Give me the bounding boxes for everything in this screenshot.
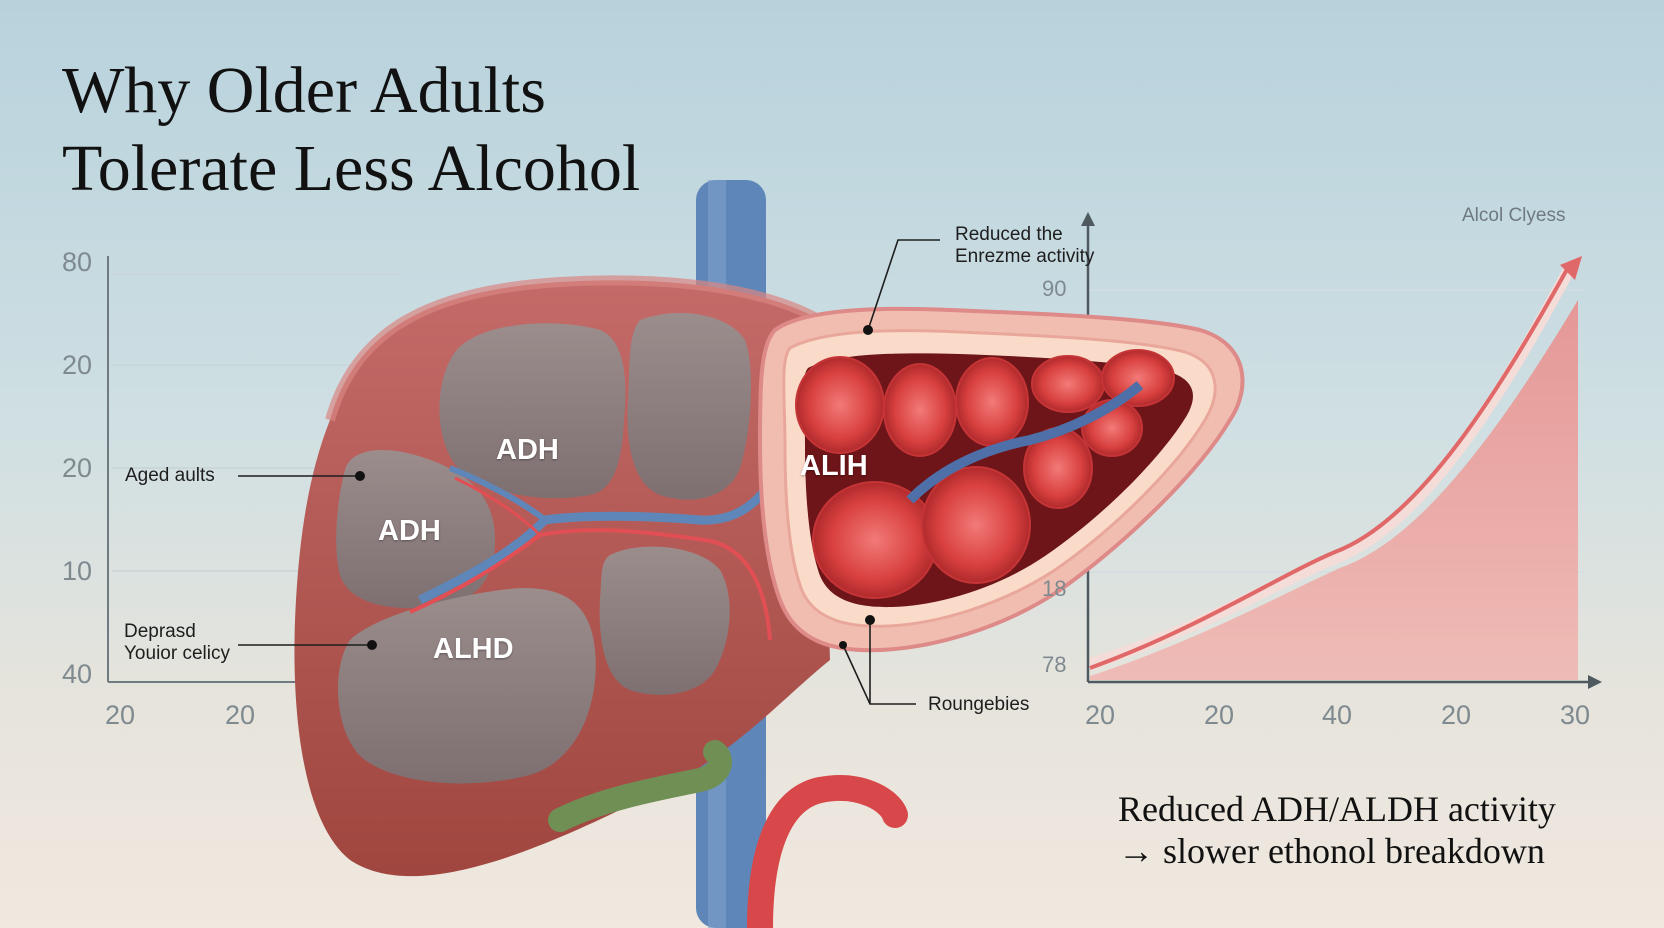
left-chart-axes <box>107 256 300 683</box>
lobe-label-adh-top: ADH <box>496 434 559 466</box>
right-y-tick: 90 <box>1042 276 1067 301</box>
cross-section-vein <box>906 381 1144 504</box>
left-x-tick: 20 <box>105 700 136 730</box>
callout-reduced-enzyme: Reduced the Enrezme activity <box>955 224 1094 268</box>
right-chart-y-arrowhead <box>1081 212 1095 226</box>
left-x-tick: 20 <box>225 700 256 730</box>
cross-section-label: ALIH <box>800 450 868 482</box>
left-y-tick: 20 <box>62 453 93 483</box>
lobe-label-adh-left: ADH <box>378 515 441 547</box>
portal-branch-green <box>548 740 732 832</box>
left-y-tick: 10 <box>62 556 93 586</box>
right-chart-area <box>1090 300 1578 680</box>
right-x-tick: 40 <box>1322 700 1353 730</box>
lobe-bottom-right <box>599 546 730 695</box>
callout-depressed-line-1: Deprasd <box>124 621 196 642</box>
callout-lines <box>238 239 940 705</box>
hepatic-vein-branches <box>417 467 784 605</box>
callout-reduced-line-2: Enrezme activity <box>955 246 1095 267</box>
left-y-tick: 40 <box>62 659 93 689</box>
right-chart-trend-arrowhead <box>1560 256 1582 280</box>
right-x-tick: 30 <box>1560 700 1591 730</box>
page-title: Why Older Adults Tolerate Less Alcohol <box>62 52 762 208</box>
right-chart-title: Alcol Clyess <box>1462 205 1566 226</box>
right-x-tick: 20 <box>1204 700 1235 730</box>
lobe-adh-top <box>439 323 626 499</box>
caption-line-1: Reduced ADH/ALDH activity <box>1118 789 1556 829</box>
callout-depressed-line-2: Youior celicy <box>124 643 230 664</box>
lobe-label-alhd: ALHD <box>433 633 514 665</box>
lobe-adh-left <box>336 450 495 609</box>
right-x-tick: 20 <box>1085 700 1116 730</box>
hepatic-artery-branches <box>409 528 772 641</box>
left-y-tick: 20 <box>62 350 93 380</box>
caption-line-2: → slower ethonol breakdown <box>1118 831 1545 871</box>
callout-reduced-line-1: Reduced the <box>955 224 1063 245</box>
right-y-tick: 18 <box>1042 576 1067 601</box>
cross-section-cells <box>795 349 1175 599</box>
right-chart-trend-line <box>1089 263 1572 670</box>
lobe-alhd <box>338 588 596 784</box>
lobe-top-right <box>627 312 752 500</box>
callout-roungebies: Roungebies <box>928 694 1030 715</box>
right-y-tick: 78 <box>1042 652 1067 677</box>
right-chart-x-arrowhead <box>1588 675 1602 689</box>
caption: Reduced ADH/ALDH activity → slower ethon… <box>1118 788 1658 872</box>
callout-depressed: Deprasd Youior celicy <box>124 621 230 665</box>
artery-branch-red <box>747 775 908 928</box>
left-y-tick: 80 <box>62 247 93 277</box>
right-x-tick: 20 <box>1441 700 1472 730</box>
callout-dots <box>355 325 875 650</box>
callout-aged-adults: Aged aults <box>125 465 215 486</box>
title-line-2: Tolerate Less Alcohol <box>62 132 641 205</box>
title-line-1: Why Older Adults <box>62 54 546 127</box>
